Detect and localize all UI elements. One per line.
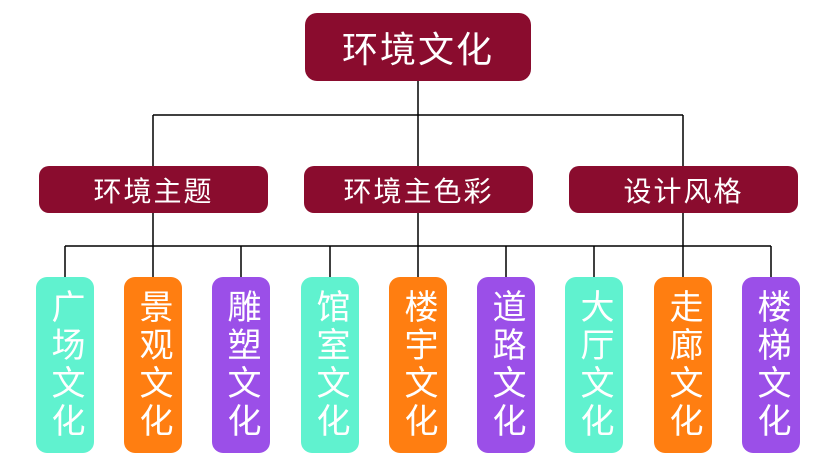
leaf-label: 大厅文化	[574, 289, 614, 441]
leaf-node: 雕塑文化	[212, 277, 270, 453]
leaf-node: 景观文化	[124, 277, 182, 453]
category-node-theme: 环境主题	[39, 166, 268, 213]
leaf-node: 广场文化	[36, 277, 94, 453]
leaf-label: 道路文化	[486, 289, 526, 441]
leaf-label: 楼宇文化	[398, 289, 438, 441]
leaf-label: 景观文化	[133, 289, 173, 441]
leaf-node: 道路文化	[477, 277, 535, 453]
category-label: 环境主色彩	[343, 174, 494, 208]
leaf-label: 走廊文化	[663, 289, 703, 441]
leaf-node: 走廊文化	[654, 277, 712, 453]
leaf-label: 楼梯文化	[751, 289, 791, 441]
category-node-main-color: 环境主色彩	[304, 166, 533, 213]
leaf-node: 馆室文化	[301, 277, 359, 453]
category-label: 环境主题	[93, 174, 214, 208]
leaf-label: 馆室文化	[310, 289, 350, 441]
leaf-node: 大厅文化	[565, 277, 623, 453]
root-node: 环境文化	[305, 13, 531, 81]
leaf-label: 雕塑文化	[221, 289, 261, 441]
root-label: 环境文化	[341, 30, 494, 71]
leaf-node: 楼梯文化	[742, 277, 800, 453]
leaf-node: 楼宇文化	[389, 277, 447, 453]
leaf-label: 广场文化	[45, 289, 85, 441]
category-node-design-style: 设计风格	[569, 166, 798, 213]
category-label: 设计风格	[623, 174, 744, 208]
